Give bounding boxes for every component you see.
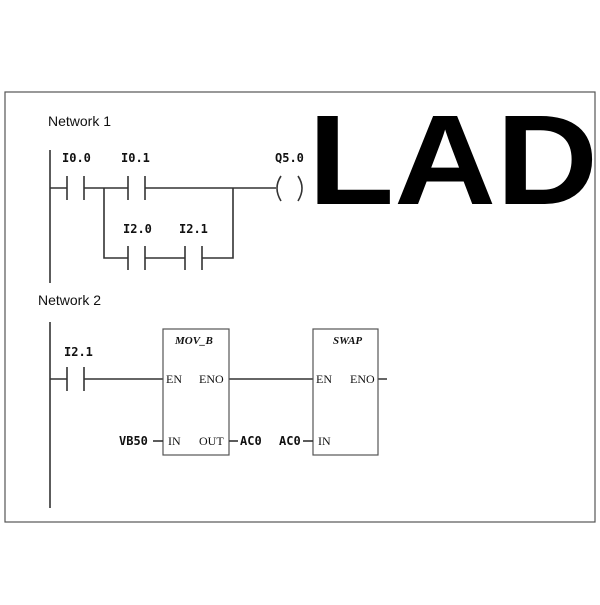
contact-i2-0 xyxy=(127,246,146,270)
contact-label: I2.1 xyxy=(64,345,93,359)
network1-branch xyxy=(103,188,234,259)
coil-q5-0 xyxy=(276,175,303,202)
contact-i2-1 xyxy=(184,246,203,270)
contact-label: I2.1 xyxy=(179,222,208,236)
mov-b-en: EN xyxy=(166,372,182,386)
swap-in-operand: AC0 xyxy=(279,434,301,448)
swap-en: EN xyxy=(316,372,332,386)
swap-block xyxy=(312,328,379,456)
mov-b-block xyxy=(162,328,230,456)
network2-title: Network 2 xyxy=(38,292,101,308)
mov-b-in: IN xyxy=(168,434,181,448)
swap-in: IN xyxy=(318,434,331,448)
mov-b-out: OUT xyxy=(199,434,224,448)
overlay-title: LAD xyxy=(308,89,598,232)
contact-i0-1 xyxy=(127,176,146,200)
contact-i0-0 xyxy=(66,176,85,200)
swap-eno: ENO xyxy=(350,372,375,386)
diagram-frame xyxy=(4,91,596,523)
contact-label: I0.1 xyxy=(121,151,150,165)
mov-b-in-operand: VB50 xyxy=(119,434,148,448)
contact-i2-1-network2 xyxy=(66,367,85,391)
network1-title: Network 1 xyxy=(48,113,111,129)
coil-label: Q5.0 xyxy=(275,151,304,165)
contact-label: I2.0 xyxy=(123,222,152,236)
contact-label: I0.0 xyxy=(62,151,91,165)
mov-b-title: MOV_B xyxy=(174,335,213,347)
mov-b-eno: ENO xyxy=(199,372,224,386)
swap-title: SWAP xyxy=(333,335,362,347)
mov-b-out-operand: AC0 xyxy=(240,434,262,448)
